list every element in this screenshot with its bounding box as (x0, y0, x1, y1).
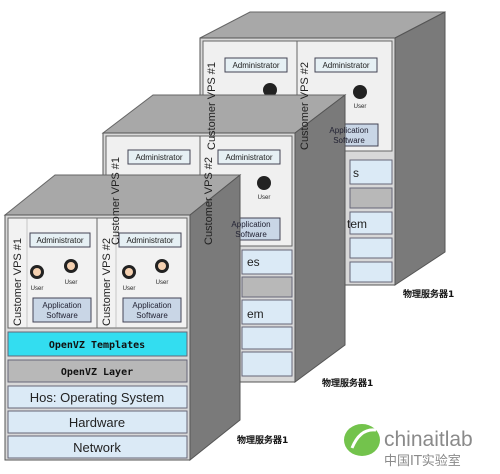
vps2-admin-label: Administrator (126, 236, 173, 245)
back-layer-em: tem (347, 217, 367, 231)
vps1-user-label-a: User (31, 286, 44, 292)
layer-templates: OpenVZ Templates (49, 340, 145, 351)
server-label-back: 物理服务器1 (403, 288, 454, 300)
mid-app-line2: Software (235, 230, 267, 239)
vps2-user-label-b: User (156, 280, 169, 286)
vps2-app-line1: Application (132, 301, 171, 310)
back-vps1-tag: Customer VPS #1 (206, 62, 218, 150)
vps2-tag: Customer VPS #2 (101, 238, 113, 326)
vps1-admin-label: Administrator (36, 236, 83, 245)
mid-layer-es: es (247, 255, 260, 269)
mid-layer-em: em (247, 307, 264, 321)
mid-app-line1: Application (231, 220, 270, 229)
vps1-app-line2: Software (46, 311, 78, 320)
mid-vps2-tag: Customer VPS #2 (203, 157, 215, 245)
layer-openvz: OpenVZ Layer (61, 367, 133, 378)
back-vps2-tag: Customer VPS #2 (299, 62, 311, 150)
vps1-app-line1: Application (42, 301, 81, 310)
vps2-app-line2: Software (136, 311, 168, 320)
back-vps2-admin-label: Administrator (322, 61, 369, 70)
watermark-logo (344, 424, 380, 456)
back-layer-s: s (353, 166, 359, 180)
server-label-middle: 物理服务器1 (322, 377, 373, 389)
mid-vps1-tag: Customer VPS #1 (110, 157, 122, 245)
layer-network: Network (73, 440, 121, 455)
vps1-user-label-b: User (65, 280, 78, 286)
mid-user-label: User (258, 195, 271, 201)
back-app-line1: Application (329, 126, 368, 135)
watermark-brand: chinaitlab (384, 428, 473, 451)
server-label-front: 物理服务器1 (237, 434, 288, 446)
layer-host-os: Hos: Operating System (30, 390, 164, 405)
watermark-sub: 中国IT实验室 (384, 453, 461, 469)
vps2-user-label-a: User (123, 286, 136, 292)
back-app-line2: Software (333, 136, 365, 145)
layer-hardware: Hardware (69, 415, 125, 430)
back-vps1-admin-label: Administrator (232, 61, 279, 70)
server-front (3, 173, 242, 462)
mid-vps2-admin-label: Administrator (225, 153, 272, 162)
back-user-label: User (354, 104, 367, 110)
vps1-tag: Customer VPS #1 (12, 238, 24, 326)
mid-vps1-admin-label: Administrator (135, 153, 182, 162)
